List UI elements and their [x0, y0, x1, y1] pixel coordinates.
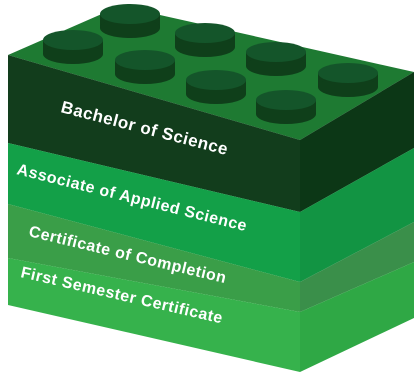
- layer-associate-front: [8, 143, 300, 282]
- layer-associate-side: [300, 148, 414, 282]
- stud: [115, 50, 175, 84]
- stud: [175, 23, 235, 57]
- layer-certificate-side: [300, 222, 414, 312]
- stud: [256, 90, 316, 124]
- stud: [186, 70, 246, 104]
- stud: [43, 30, 103, 64]
- stud: [246, 42, 306, 76]
- layer-bachelor-front: [8, 55, 300, 212]
- brick-studs: [43, 4, 378, 124]
- layer-bachelor-side: [300, 72, 414, 212]
- stud: [100, 4, 160, 38]
- stud: [318, 63, 378, 97]
- layer-first-semester-side: [300, 262, 414, 372]
- layer-certificate-front: [8, 204, 300, 312]
- layer-first-semester-front: [8, 258, 300, 372]
